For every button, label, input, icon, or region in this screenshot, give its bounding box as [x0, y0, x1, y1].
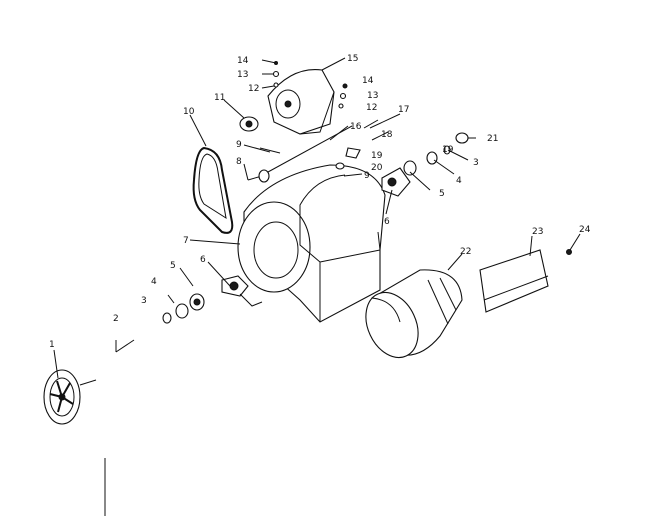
hardware-12-13-14-right	[338, 83, 348, 109]
callout-8: 8	[236, 157, 242, 167]
part-23-filter-plate	[479, 249, 549, 313]
callout-23: 23	[532, 227, 543, 237]
callout-3-right: 3	[473, 158, 479, 168]
callout-3-left: 3	[141, 296, 147, 306]
right-bearing-group	[381, 132, 469, 197]
part-2-key	[115, 339, 135, 353]
callout-15: 15	[347, 54, 358, 64]
part-15-motor-mount	[267, 68, 335, 135]
callout-6-right: 6	[384, 217, 390, 227]
callout-10: 10	[183, 107, 195, 117]
callout-4-right: 4	[456, 176, 462, 186]
callout-12-right: 12	[366, 103, 377, 113]
callout-16: 16	[350, 122, 362, 132]
callout-2: 2	[113, 314, 119, 324]
part-22-filter-drum	[365, 269, 463, 358]
callout-24: 24	[579, 225, 591, 235]
callout-18: 18	[381, 130, 393, 140]
part-6-left-bracket	[221, 275, 263, 307]
part-10-belt	[192, 146, 234, 234]
callout-5-left: 5	[170, 261, 176, 271]
callout-13-right: 13	[367, 91, 378, 101]
callout-21: 21	[487, 134, 498, 144]
hardware-12-13-14-left	[272, 61, 280, 88]
callout-6-left: 6	[200, 255, 206, 265]
part-11-hub	[239, 116, 259, 132]
callout-labels: 1 2 3 4 5 6 7 8 9 10 11 12 13 14 15 14 1…	[49, 54, 591, 350]
callout-19-right: 19	[442, 145, 454, 155]
callout-17: 17	[398, 105, 409, 115]
part-3-4-5-left	[162, 293, 205, 324]
callout-11: 11	[214, 93, 225, 103]
callout-19: 19	[371, 151, 383, 161]
part-8-9-screws	[247, 147, 281, 183]
part-1-pulley	[43, 369, 97, 425]
callout-14-left: 14	[237, 56, 249, 66]
callout-22: 22	[460, 247, 471, 257]
callout-9-left: 9	[236, 140, 242, 150]
callout-7: 7	[183, 236, 189, 246]
callout-1: 1	[49, 340, 55, 350]
callout-5-right: 5	[439, 189, 445, 199]
callout-12-left: 12	[248, 84, 259, 94]
callout-20: 20	[371, 163, 383, 173]
part-24-screw	[566, 249, 572, 255]
callout-14-right: 14	[362, 76, 374, 86]
leader-lines	[53, 57, 581, 516]
parts-17-20-linkage	[335, 119, 389, 177]
part-7-blower-housing	[237, 164, 386, 323]
callout-4-left: 4	[151, 277, 157, 287]
callout-9-right: 9	[364, 171, 370, 181]
callout-13-left: 13	[237, 70, 248, 80]
